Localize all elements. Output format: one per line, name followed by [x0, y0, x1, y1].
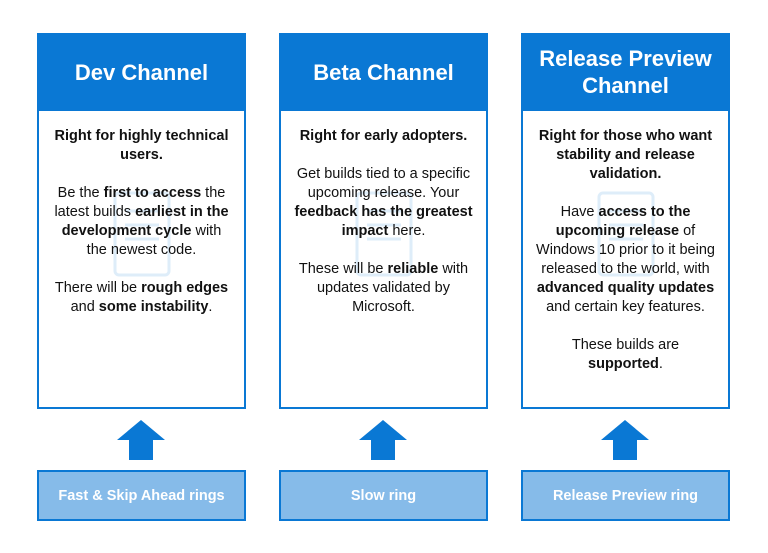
release-preview-channel-paragraph-1: Right for those who want stability and r…	[535, 127, 716, 184]
beta-channel-paragraph-1: Right for early adopters.	[293, 127, 474, 146]
bold-text-run: some instability	[98, 299, 209, 315]
dev-channel-paragraph-3: There will be rough edges and some insta…	[51, 279, 232, 317]
beta-channel-card: Beta Channel Right for early adopters. G…	[279, 33, 488, 409]
slow-ring-box: Slow ring	[279, 470, 488, 521]
dev-channel-title: Dev Channel	[37, 33, 246, 111]
bold-text-run: rough edges	[141, 280, 229, 296]
fast-skip-ahead-rings-box: Fast & Skip Ahead rings	[37, 470, 246, 521]
bold-text-run: reliable	[387, 261, 439, 277]
bold-text-run: feedback has the greatest impact	[294, 204, 473, 239]
document-watermark-icon	[597, 191, 654, 277]
release-preview-ring-box: Release Preview ring	[521, 470, 730, 521]
beta-channel-paragraph-2: Get builds tied to a specific upcoming r…	[293, 165, 474, 241]
text-run: here.	[388, 223, 426, 239]
beta-channel-paragraph-3: These will be reliable with updates vali…	[293, 260, 474, 317]
dev-channel-paragraph-1: Right for highly technical users.	[51, 127, 232, 165]
bold-text-run: Right for highly technical users.	[54, 128, 229, 163]
bold-text-run: advanced quality updates	[536, 280, 715, 296]
beta-channel-body: Right for early adopters. Get builds tie…	[279, 111, 488, 409]
bold-text-run: Right for those who want stability and r…	[538, 128, 713, 182]
dev-channel-paragraph-2: Be the first to access the latest builds…	[51, 184, 232, 260]
text-run: There will be	[54, 280, 142, 296]
text-run: with the newest code.	[86, 223, 222, 258]
bold-text-run: Right for early adopters.	[299, 128, 468, 144]
bold-text-run: earliest in the development cycle	[61, 204, 229, 239]
text-run: of Windows 10 prior to it being released…	[536, 223, 715, 277]
bold-text-run: first to access	[103, 185, 202, 201]
text-run: These builds are	[571, 337, 680, 353]
release-preview-channel-card: Release Preview Channel Right for those …	[521, 33, 730, 409]
dev-channel-body: Right for highly technical users. Be the…	[37, 111, 246, 409]
bold-text-run: access to the upcoming release	[555, 204, 691, 239]
up-arrow-icon	[359, 420, 407, 460]
up-arrow-icon	[601, 420, 649, 460]
release-preview-channel-body: Right for those who want stability and r…	[521, 111, 730, 409]
release-preview-channel-title: Release Preview Channel	[521, 33, 730, 111]
document-watermark-icon	[113, 191, 170, 277]
text-run: Have	[560, 204, 599, 220]
text-run: .	[658, 356, 663, 372]
release-preview-channel-paragraph-3: These builds are supported.	[535, 336, 716, 374]
bold-text-run: supported	[588, 356, 659, 372]
text-run: These will be	[298, 261, 388, 277]
text-run: Be the	[57, 185, 104, 201]
release-preview-channel-paragraph-2: Have access to the upcoming release of W…	[535, 203, 716, 317]
dev-channel-card: Dev Channel Right for highly technical u…	[37, 33, 246, 409]
text-run: Get builds tied to a specific upcoming r…	[296, 166, 471, 201]
document-watermark-icon	[355, 191, 412, 277]
text-run: and certain key features.	[546, 299, 705, 315]
text-run: with updates validated by Microsoft.	[316, 261, 469, 315]
text-run: .	[208, 299, 213, 315]
up-arrow-icon	[117, 420, 165, 460]
beta-channel-title: Beta Channel	[279, 33, 488, 111]
text-run: the latest builds	[54, 185, 226, 220]
text-run: and	[70, 299, 99, 315]
